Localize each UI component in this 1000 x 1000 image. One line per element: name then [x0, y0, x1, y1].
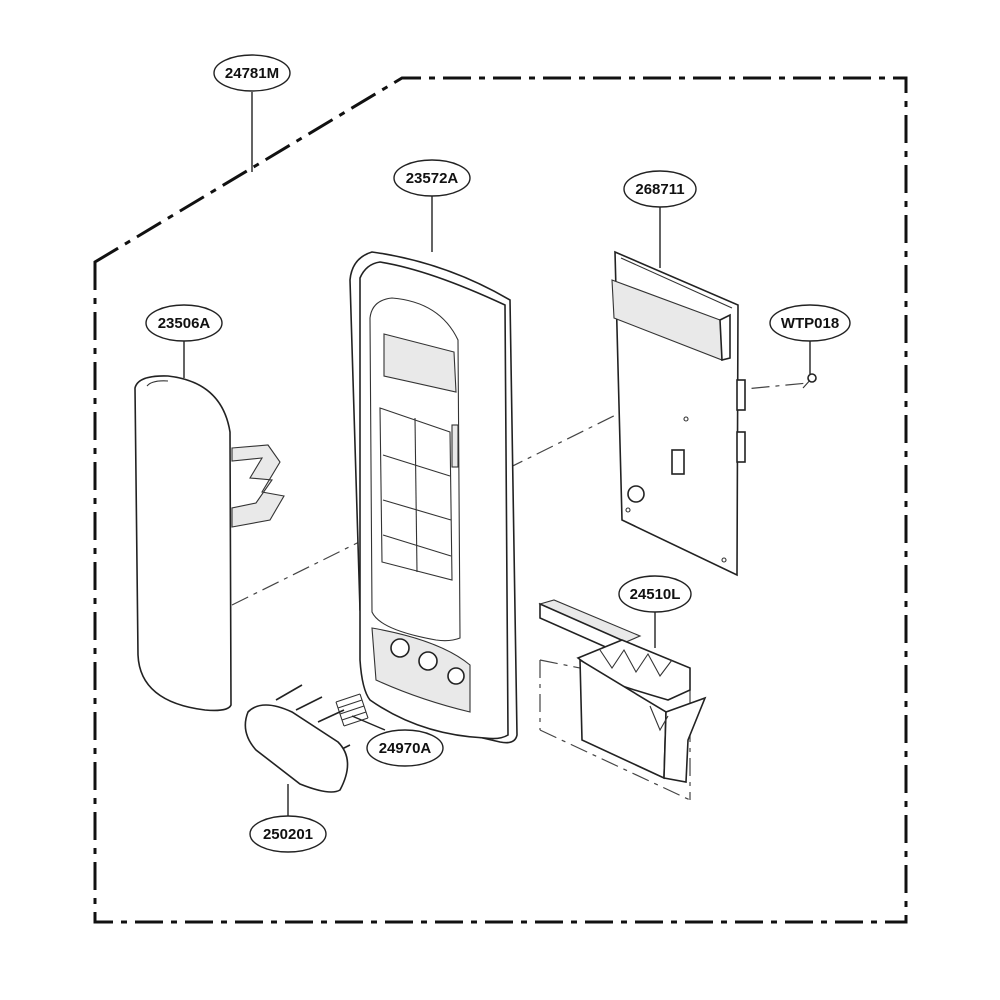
pcb: [611, 250, 746, 577]
callout-23572A: 23572A: [393, 159, 471, 197]
svg-text:24781M: 24781M: [225, 65, 279, 82]
svg-text:23572A: 23572A: [406, 170, 459, 187]
svg-text:24970A: 24970A: [379, 740, 432, 757]
callout-WTP018: WTP018: [769, 304, 851, 342]
latch-lever: [538, 599, 707, 783]
spring: [335, 693, 369, 727]
callout-250201: 250201: [249, 815, 327, 853]
callout-23506A: 23506A: [145, 304, 223, 342]
svg-text:23506A: 23506A: [158, 315, 211, 332]
control-panel-frame: [349, 251, 518, 744]
svg-text:24510L: 24510L: [630, 586, 681, 603]
callout-24510L: 24510L: [618, 575, 692, 613]
callout-24970A: 24970A: [366, 729, 444, 767]
svg-text:250201: 250201: [263, 826, 313, 843]
svg-text:WTP018: WTP018: [781, 315, 839, 332]
assembly-boundary: [93, 76, 908, 924]
membrane-sheet: [134, 375, 285, 712]
callout-268711: 268711: [623, 170, 697, 208]
leader-lines: [183, 92, 811, 816]
callout-24781M: 24781M: [213, 54, 291, 92]
screw: [802, 373, 817, 389]
svg-text:268711: 268711: [635, 181, 684, 198]
door-button: [244, 684, 351, 793]
keypad-grid: [379, 407, 453, 581]
